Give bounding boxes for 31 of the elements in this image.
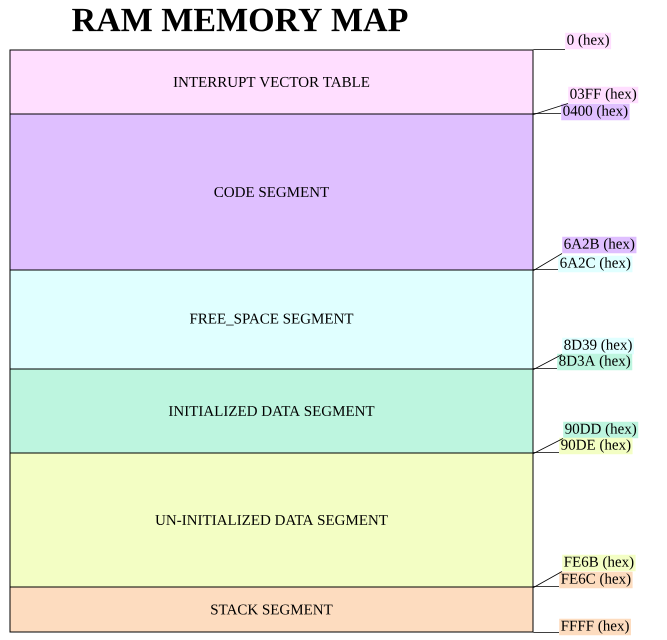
leader-line [533, 103, 568, 115]
leader-line [533, 253, 562, 271]
leader-line [533, 49, 566, 50]
memory-segment: INITIALIZED DATA SEGMENT [10, 368, 534, 454]
address-label: 0 (hex) [565, 32, 612, 50]
leader-line [533, 354, 562, 370]
title: RAM MEMORY MAP [72, 8, 408, 32]
address-label: 0400 (hex) [561, 104, 630, 120]
leader-line [533, 586, 560, 587]
leader-line [533, 113, 562, 114]
address-label: 90DE (hex) [559, 438, 633, 454]
leader-line [533, 368, 558, 369]
address-label: 6A2B (hex) [562, 236, 636, 254]
address-label: FFFF (hex) [559, 618, 631, 636]
leader-line [533, 571, 562, 588]
leader-line [533, 438, 564, 454]
memory-segment: STACK SEGMENT [10, 586, 534, 632]
address-label: FE6C (hex) [559, 572, 633, 588]
address-label: FE6B (hex) [562, 554, 636, 572]
address-label: 8D3A (hex) [557, 354, 632, 370]
address-label: 03FF (hex) [568, 86, 638, 104]
memory-segment: UN-INITIALIZED DATA SEGMENT [10, 452, 534, 588]
memory-segment: CODE SEGMENT [10, 114, 534, 270]
leader-line [533, 269, 558, 270]
address-label: 90DD (hex) [563, 422, 638, 438]
leader-line [533, 632, 560, 633]
leader-line [533, 452, 560, 453]
memory-segment: INTERRUPT VECTOR TABLE [10, 50, 534, 114]
address-label: 8D39 (hex) [562, 338, 634, 354]
memory-segment: FREE_SPACE SEGMENT [10, 270, 534, 370]
address-label: 6A2C (hex) [558, 256, 632, 272]
